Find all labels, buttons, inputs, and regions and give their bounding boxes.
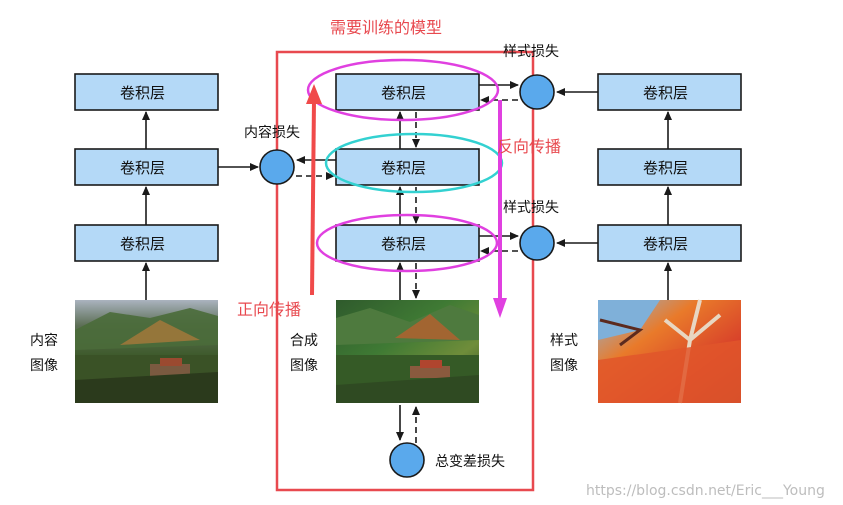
- content-image-label-2: 图像: [30, 358, 58, 374]
- tv-loss-label: 总变差损失: [435, 454, 505, 470]
- middle-conv-stack: 卷积层 卷积层 卷积层: [335, 73, 480, 300]
- magenta-ellipse-bottom: [315, 213, 499, 273]
- style-image-label-2: 图像: [550, 358, 578, 374]
- mid-conv-2: 卷积层: [381, 159, 426, 177]
- style-loss-label-bottom: 样式损失: [503, 200, 559, 216]
- synthesized-image: [336, 300, 479, 403]
- magenta-ellipse-top: [306, 58, 500, 122]
- content-image-label-1: 内容: [30, 332, 58, 349]
- tv-loss-node: [389, 442, 425, 478]
- model-box: [275, 50, 535, 492]
- backprop-label: 反向传播: [497, 137, 561, 156]
- style-image: [598, 299, 741, 404]
- content-loss-label: 内容损失: [244, 124, 300, 141]
- right-conv-stack: 卷积层 卷积层 卷积层: [597, 73, 742, 300]
- synth-image-label-1: 合成: [290, 333, 318, 349]
- forward-label: 正向传播: [237, 300, 301, 319]
- left-conv-1: 卷积层: [120, 84, 165, 102]
- content-loss-node: [259, 149, 295, 185]
- left-conv-stack: 卷积层 卷积层 卷积层: [74, 73, 219, 300]
- left-conv-3: 卷积层: [120, 235, 165, 253]
- mid-conv-1: 卷积层: [381, 84, 426, 102]
- right-conv-1: 卷积层: [643, 84, 688, 102]
- content-image: [75, 300, 218, 403]
- style-image-label-1: 样式: [550, 333, 578, 349]
- right-conv-2: 卷积层: [643, 159, 688, 177]
- mid-conv-3: 卷积层: [381, 235, 426, 253]
- forward-arrow: [310, 99, 316, 296]
- style-loss-node-bottom: [519, 225, 555, 261]
- left-conv-2: 卷积层: [120, 159, 165, 177]
- synth-image-label-2: 图像: [290, 358, 318, 374]
- watermark: https://blog.csdn.net/Eric___Young: [586, 483, 825, 499]
- style-loss-node-top: [519, 74, 555, 110]
- right-conv-3: 卷积层: [643, 235, 688, 253]
- style-loss-label-top: 样式损失: [503, 44, 559, 60]
- model-title: 需要训练的模型: [330, 18, 442, 37]
